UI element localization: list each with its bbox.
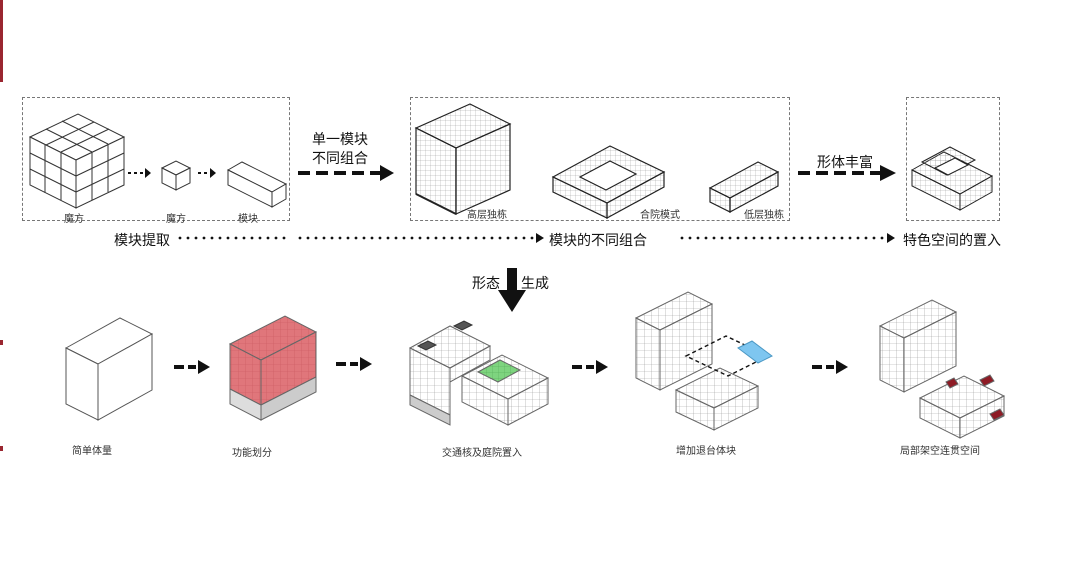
dashed-arrow-b4 bbox=[812, 360, 848, 374]
step-label-overhead-void: 局部架空连贯空间 bbox=[900, 446, 980, 457]
flow-step-module-extraction: 模块提取 bbox=[114, 232, 170, 248]
overhead-void-volume bbox=[878, 299, 1006, 439]
module-extraction-box bbox=[22, 97, 290, 221]
label-cube-large: 魔方 bbox=[64, 214, 84, 225]
flow-step-special-space: 特色空间的置入 bbox=[903, 232, 1001, 248]
high-rise-block bbox=[414, 103, 512, 215]
dashed-arrow-b1 bbox=[174, 360, 210, 374]
step-label-core-courtyard: 交通核及庭院置入 bbox=[442, 448, 522, 459]
special-space-box bbox=[906, 97, 1000, 221]
edge-mark-top bbox=[0, 0, 3, 82]
dashed-arrow-combination bbox=[298, 165, 394, 181]
label-cube-small: 魔方 bbox=[166, 214, 186, 225]
form-generation-arrow bbox=[498, 268, 526, 312]
terrace-blocks-volume bbox=[634, 291, 773, 431]
rubik-cube-large bbox=[28, 113, 126, 209]
arrow-label-form-enrich: 形体丰富 bbox=[817, 154, 873, 170]
edge-mark-mid bbox=[0, 340, 3, 345]
step-label-simple-volume: 简单体量 bbox=[72, 446, 112, 457]
core-courtyard-volume bbox=[408, 320, 550, 426]
flow-step-module-combination: 模块的不同组合 bbox=[549, 232, 647, 248]
step-label-function-division: 功能划分 bbox=[232, 448, 272, 459]
label-form: 形态 bbox=[472, 275, 500, 291]
module-bar bbox=[226, 161, 288, 208]
label-courtyard: 合院模式 bbox=[640, 210, 680, 221]
label-high-rise: 高层独栋 bbox=[467, 210, 507, 221]
dashed-arrow-b3 bbox=[572, 360, 608, 374]
low-rise-block bbox=[708, 161, 780, 214]
label-generation: 生成 bbox=[521, 275, 549, 291]
dashed-arrow-b2 bbox=[336, 357, 372, 371]
function-division-volume bbox=[228, 315, 318, 421]
arrow-label-single-module: 单一模块 bbox=[312, 131, 368, 147]
simple-volume bbox=[64, 317, 154, 421]
edge-mark-low bbox=[0, 446, 3, 451]
label-module: 模块 bbox=[238, 214, 258, 225]
arrow-label-different-combination: 不同组合 bbox=[312, 150, 368, 166]
dotted-arrow-1 bbox=[128, 168, 151, 178]
dashed-arrow-enrich bbox=[798, 165, 896, 181]
step-label-terrace-blocks: 增加退台体块 bbox=[676, 446, 736, 457]
label-low-rise: 低层独栋 bbox=[744, 210, 784, 221]
flow-dotted-line-2 bbox=[680, 233, 895, 243]
flow-dotted-line-1 bbox=[178, 233, 544, 243]
module-combination-box bbox=[410, 97, 790, 221]
rubik-cube-single bbox=[160, 160, 192, 191]
rich-form-block bbox=[910, 146, 994, 211]
courtyard-block bbox=[551, 145, 666, 220]
dotted-arrow-2 bbox=[198, 168, 216, 178]
